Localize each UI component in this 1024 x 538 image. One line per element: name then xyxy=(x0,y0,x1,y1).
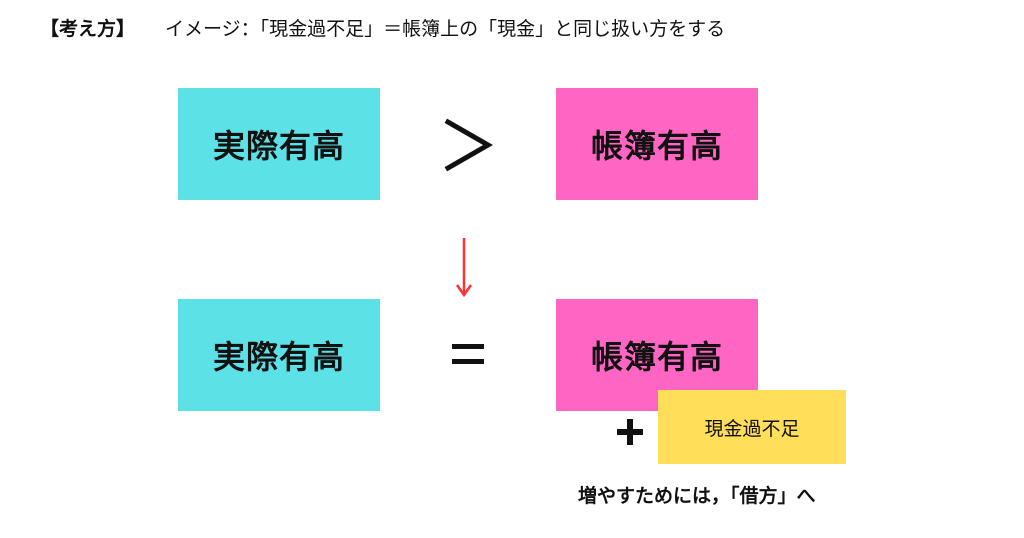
actual-balance-box-bottom: 実際有高 xyxy=(178,299,380,411)
greater-than-icon xyxy=(438,112,498,178)
actual-balance-box-top: 実際有高 xyxy=(178,88,380,200)
header-label: 【考え方】 xyxy=(40,17,136,40)
cash-over-short-box: 現金過不足 xyxy=(658,390,846,464)
debit-note: 増やすためには，「借方」へ xyxy=(578,485,816,507)
down-arrow-icon xyxy=(452,236,476,300)
plus-icon xyxy=(612,414,648,450)
equals-icon xyxy=(444,336,492,372)
header-text: イメージ：「現金過不足」＝帳簿上の「現金」と同じ扱い方をする xyxy=(165,17,726,40)
book-balance-box-top: 帳簿有高 xyxy=(556,88,758,200)
header: 【考え方】 イメージ：「現金過不足」＝帳簿上の「現金」と同じ扱い方をする xyxy=(40,10,725,44)
